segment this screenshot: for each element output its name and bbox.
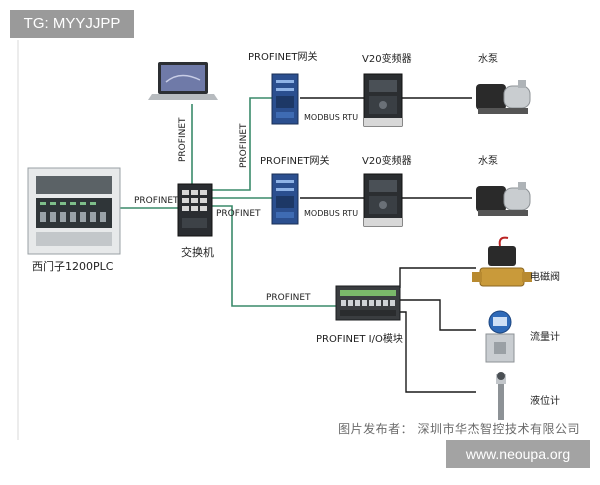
label-valve: 电磁阀 xyxy=(530,270,560,283)
wire-io-level xyxy=(400,311,476,393)
pump-top-device xyxy=(476,80,531,114)
link-switch-gateway-top xyxy=(212,97,272,191)
io-module-device xyxy=(335,285,401,321)
level-meter-device xyxy=(496,372,506,420)
plc-device xyxy=(27,167,121,255)
label-gateway-top: PROFINET网关 xyxy=(248,50,317,63)
switch-device xyxy=(177,183,213,237)
flowmeter-device xyxy=(485,310,515,363)
label-link-plc-switch: PROFINET xyxy=(134,196,179,206)
link-switch-io xyxy=(212,205,336,307)
laptop-icon xyxy=(148,62,218,100)
wire-io-valve xyxy=(399,267,476,288)
publisher-credit: 图片发布者： 深圳市华杰智控技术有限公司 xyxy=(338,422,580,436)
label-modbus-top: MODBUS RTU xyxy=(304,113,358,122)
label-link-switch-gateway-top: PROFINET xyxy=(239,123,249,168)
label-vfd-top: V20变频器 xyxy=(362,52,412,65)
gateway-mid-device xyxy=(271,173,299,225)
network-links xyxy=(120,97,336,307)
label-plc: 西门子1200PLC xyxy=(32,259,114,273)
wire-io-flowmeter xyxy=(400,299,476,331)
label-vfd-mid: V20变频器 xyxy=(362,154,412,167)
watermark-url: www.neoupa.org xyxy=(446,440,590,468)
label-pump-mid: 水泵 xyxy=(478,155,498,167)
label-pump-top: 水泵 xyxy=(478,53,498,65)
label-level-meter: 液位计 xyxy=(530,394,560,407)
label-modbus-mid: MODBUS RTU xyxy=(304,209,358,218)
label-link-switch-io: PROFINET xyxy=(266,293,311,303)
label-switch: 交换机 xyxy=(181,245,214,259)
gateway-top-device xyxy=(271,73,299,125)
valve-device xyxy=(472,236,532,287)
vfd-top-device xyxy=(363,73,403,127)
label-flowmeter: 流量计 xyxy=(530,330,560,343)
watermark-badge: TG: MYYJJPP xyxy=(10,10,134,38)
pump-mid-device xyxy=(476,182,531,216)
label-io-module: PROFINET I/O模块 xyxy=(316,333,403,345)
label-link-switch-gateway-mid: PROFINET xyxy=(216,209,261,219)
label-link-laptop-switch: PROFINET xyxy=(178,117,188,162)
wires xyxy=(300,97,476,393)
label-gateway-mid: PROFINET网关 xyxy=(260,154,329,167)
vfd-mid-device xyxy=(363,173,403,227)
